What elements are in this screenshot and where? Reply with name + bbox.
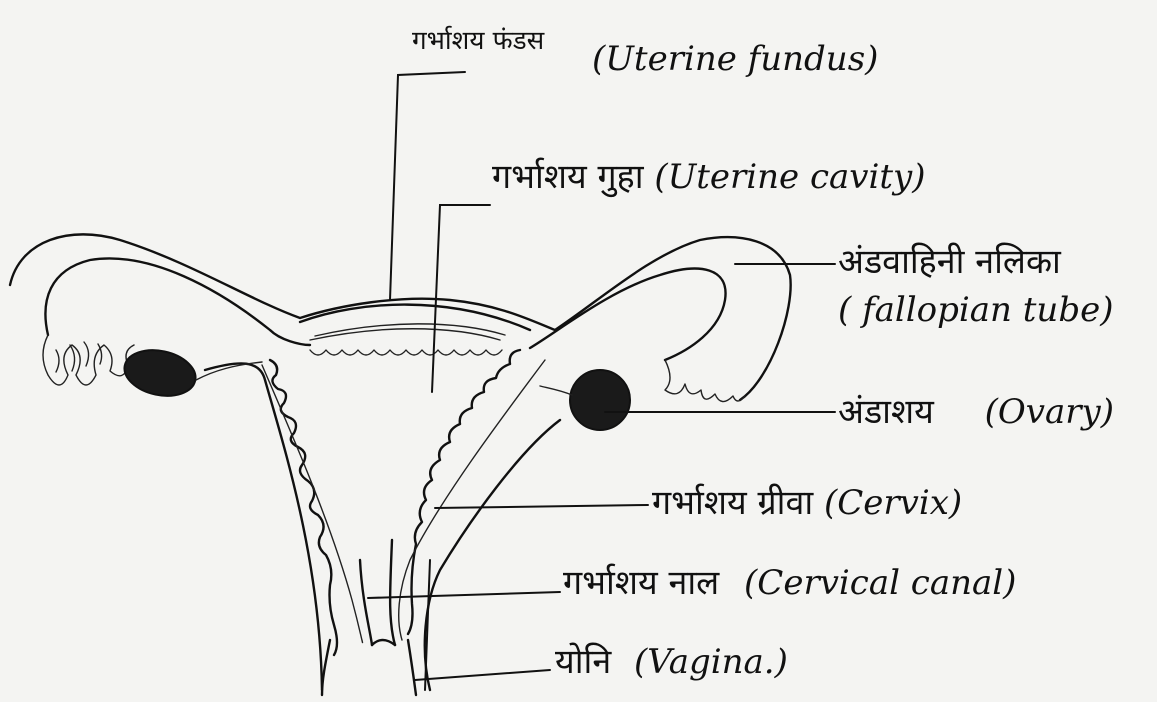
label-cervix-en: (Cervix) <box>824 483 962 523</box>
leader-fundus <box>390 72 465 300</box>
cervix-bottom <box>372 640 395 645</box>
label-ovary: अंडाशय (Ovary) <box>838 395 1114 429</box>
leader-cervix <box>435 505 648 508</box>
label-ovary-en: (Ovary) <box>985 392 1114 432</box>
vagina-right <box>408 640 416 695</box>
label-cervical-canal-en: (Cervical canal) <box>744 563 1016 603</box>
ovary-right-ligament <box>540 386 572 395</box>
vagina-left <box>322 640 330 695</box>
label-vagina-hi: योनि <box>555 642 611 682</box>
label-vagina-en: (Vagina.) <box>634 642 788 682</box>
fimbriae-right <box>665 360 745 402</box>
label-ovary-hi: अंडाशय <box>838 392 934 432</box>
label-fallopian-tube-en: ( fallopian tube) <box>838 293 1113 327</box>
endometrium-left <box>270 360 337 655</box>
label-uterine-fundus: गर्भाशय फंडस <box>412 28 544 54</box>
label-uterine-fundus-en: (Uterine fundus) <box>592 39 878 79</box>
uterus-outline-inner-tube-right <box>530 269 726 360</box>
uterus-cavity-top <box>310 329 500 340</box>
cervical-canal-left <box>360 560 372 645</box>
endometrium-left-inner <box>262 365 363 643</box>
ovary-right <box>570 370 630 430</box>
label-cervix-hi: गर्भाशय ग्रीवा <box>652 483 813 523</box>
cervical-canal-right <box>390 540 395 645</box>
label-uterine-cavity-en: (Uterine cavity) <box>654 157 925 197</box>
label-cervical-canal-hi: गर्भाशय नाल <box>563 563 719 603</box>
endometrium-right <box>408 350 520 634</box>
label-uterine-cavity-hi: गर्भाशय गुहा <box>492 157 644 197</box>
leader-vagina <box>415 670 550 680</box>
label-uterine-fundus-en-wrap: (Uterine fundus) <box>592 42 878 76</box>
label-vagina: योनि (Vagina.) <box>555 645 788 679</box>
label-cervix: गर्भाशय ग्रीवा (Cervix) <box>652 486 962 520</box>
label-cervical-canal: गर्भाशय नाल (Cervical canal) <box>563 566 1016 600</box>
cavity-top-folds <box>310 350 502 355</box>
leader-canal <box>368 592 560 598</box>
ovary-left <box>120 344 200 402</box>
uterus-right-outer-wall <box>425 420 560 690</box>
uterus-left-outer-wall <box>205 363 322 690</box>
label-uterine-cavity: गर्भाशय गुहा (Uterine cavity) <box>492 160 926 194</box>
label-fallopian-tube-hi: अंडवाहिनी नलिका <box>838 245 1113 279</box>
label-uterine-fundus-hi: गर्भाशय फंडस <box>412 28 544 54</box>
label-fallopian-tube: अंडवाहिनी नलिका ( fallopian tube) <box>838 245 1113 327</box>
uterus-outline-inner-tube-left <box>45 258 310 345</box>
